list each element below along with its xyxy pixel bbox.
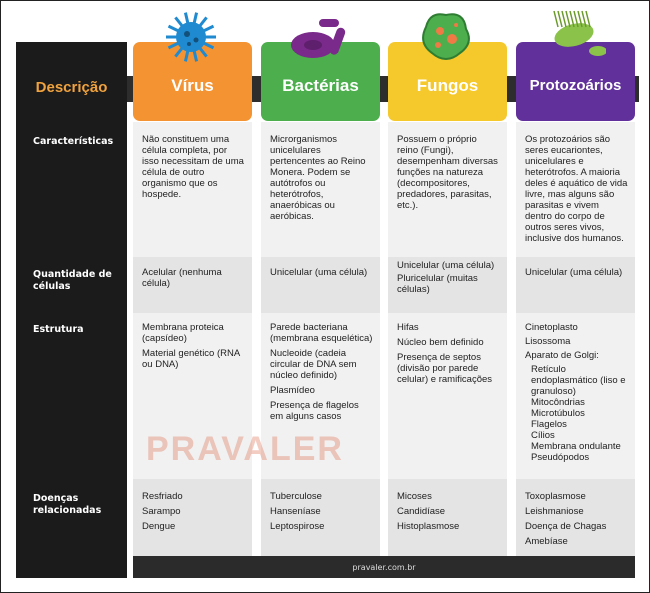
cell-text: Toxoplasmose — [525, 491, 586, 502]
label-column — [16, 42, 127, 578]
cell-text: Candidíase — [397, 506, 446, 517]
cell-text: Dengue — [142, 521, 176, 532]
bacteria-icon — [289, 7, 351, 65]
cell-quantidade: Acelular (nenhuma célula) — [133, 267, 252, 293]
cell-caracteristicas: Os protozoários são seres eucariontes, u… — [516, 134, 635, 248]
cell-text: Lisossoma — [525, 336, 571, 347]
cell-background — [388, 313, 507, 479]
cell-text: Acelular (nenhuma célula) — [142, 267, 222, 289]
cell-text: Doença de Chagas — [525, 521, 607, 532]
cell-text: Pluricelular (muitas células) — [397, 273, 478, 295]
cell-text: Material genético (RNA ou DNA) — [142, 348, 240, 370]
cell-caracteristicas: Microrganismos unicelulares pertencentes… — [261, 134, 380, 226]
cell-estrutura: Parede bacteriana (membrana esquelética)… — [261, 322, 380, 426]
row-label-quantidade: Quantidade de células — [33, 269, 112, 292]
cell-background — [516, 122, 635, 257]
cell-text: Resfriado — [142, 491, 183, 502]
cell-background — [133, 257, 252, 313]
row-label-estrutura: Estrutura — [33, 324, 84, 335]
cell-text: Presença de flagelos em alguns casos — [270, 400, 359, 422]
cell-text: Nucleoide (cadeia circular de DNA sem nú… — [270, 348, 357, 381]
cell-background — [516, 257, 635, 313]
cell-text: Tuberculose — [270, 491, 322, 502]
cell-text: Os protozoários são seres eucariontes, u… — [525, 134, 628, 244]
watermark: PRAVALER — [146, 430, 344, 468]
cell-text: Microrganismos unicelulares pertencentes… — [270, 134, 366, 222]
cell-text: Membrana proteica (capsídeo) — [142, 322, 224, 344]
cell-text: Plasmídeo — [270, 385, 315, 396]
cell-text: Presença de septos (divisão por parede c… — [397, 352, 493, 385]
cell-caracteristicas: Não constituem uma célula completa, por … — [133, 134, 252, 204]
cell-text: Microtúbulos — [531, 408, 585, 419]
cell-caracteristicas: Possuem o próprio reino (Fungi), desempe… — [388, 134, 507, 215]
row-label-caracteristicas: Características — [33, 136, 114, 147]
cell-text: Mitocôndrias — [531, 397, 585, 408]
cell-text: Hifas — [397, 322, 419, 333]
header-title: Protozoários — [529, 77, 622, 94]
cell-text: Flagelos — [531, 419, 567, 430]
cell-text: Hanseníase — [270, 506, 321, 517]
cell-background — [133, 313, 252, 479]
descricao-heading: Descrição — [35, 79, 108, 96]
virus-icon — [161, 7, 223, 65]
row-label-doencas: Doenças relacionadas — [33, 493, 102, 516]
cell-text: Unicelular (uma célula) — [397, 260, 495, 271]
cell-background — [388, 479, 507, 556]
header-title: Bactérias — [282, 75, 359, 95]
cell-text: Sarampo — [142, 506, 181, 517]
cell-background — [388, 122, 507, 257]
cell-text: Retículo endoplasmático (liso e granulos… — [531, 364, 626, 397]
cell-text: Possuem o próprio reino (Fungi), desempe… — [397, 134, 498, 211]
cell-background — [388, 257, 507, 313]
cell-text: Micoses — [397, 491, 432, 502]
cell-background — [261, 479, 380, 556]
cell-background — [516, 313, 635, 479]
cell-quantidade: Unicelular (uma célula) Pluricelular (mui… — [388, 260, 507, 297]
cell-text: Leptospirose — [270, 521, 325, 532]
cell-quantidade: Unicelular (uma célula) — [516, 267, 635, 282]
cell-background — [516, 479, 635, 556]
cell-background — [261, 313, 380, 479]
cell-text: Cinetoplasto — [525, 322, 578, 333]
cell-text: Histoplasmose — [397, 521, 460, 532]
cell-text: Não constituem uma célula completa, por … — [142, 134, 244, 200]
cell-quantidade: Unicelular (uma célula) — [261, 267, 380, 282]
footer-url: pravaler.com.br — [352, 562, 416, 572]
cell-text: Núcleo bem definido — [397, 337, 484, 348]
cell-text: Cílios — [531, 430, 555, 441]
cell-text: Unicelular (uma célula) — [270, 267, 368, 278]
header-title: Fungos — [416, 75, 479, 95]
footer-bar: pravaler.com.br — [133, 556, 635, 578]
cell-text: Aparato de Golgi: — [525, 350, 599, 361]
cell-background — [261, 122, 380, 257]
cell-text: Unicelular (uma célula) — [525, 267, 623, 278]
protozoa-icon — [544, 7, 607, 65]
cell-background — [133, 479, 252, 556]
header-title: Vírus — [171, 75, 214, 95]
cell-background — [133, 122, 252, 257]
cell-text: Amebíase — [525, 536, 568, 547]
cell-text: Leishmaniose — [525, 506, 584, 517]
cell-background — [261, 257, 380, 313]
fungus-icon — [416, 7, 478, 65]
cell-text: Pseudópodos — [531, 452, 590, 463]
cell-text: Membrana ondulante — [531, 441, 621, 452]
cell-text: Parede bacteriana (membrana esquelética) — [270, 322, 373, 344]
header-virus: Vírus — [133, 42, 252, 121]
header-protozoarios: Protozoários — [516, 42, 635, 121]
cell-estrutura: Membrana proteica (capsídeo) Material gen… — [133, 322, 252, 374]
